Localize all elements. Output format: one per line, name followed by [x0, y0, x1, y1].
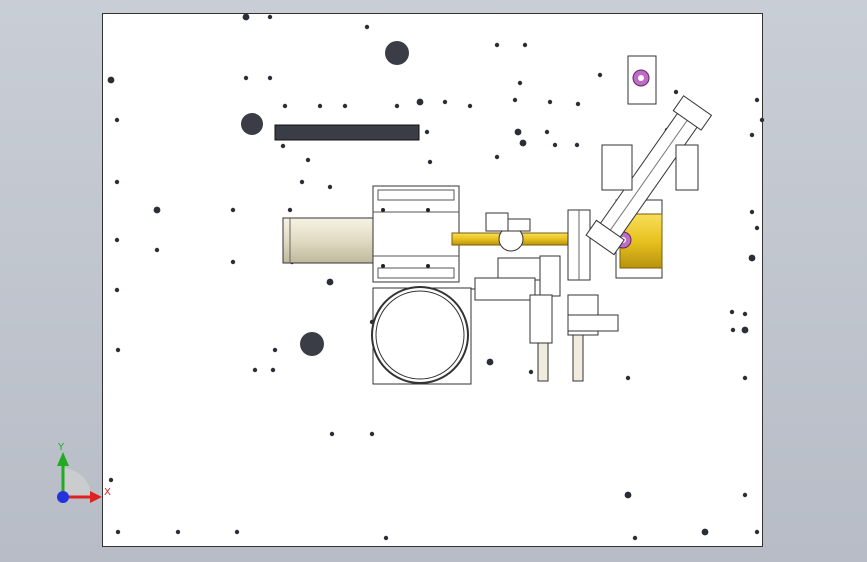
mounting-hole: [574, 142, 580, 148]
mounting-holes: [107, 13, 765, 541]
mounting-hole: [486, 358, 494, 366]
mounting-hole: [729, 309, 735, 315]
mounting-hole: [512, 97, 518, 103]
mounting-hole: [114, 117, 120, 123]
mounting-hole: [701, 528, 709, 536]
circular-housing[interactable]: [371, 286, 472, 385]
motor-cylinder[interactable]: [282, 217, 376, 264]
diagonal-arm[interactable]: [585, 55, 713, 256]
mounting-hole: [514, 128, 522, 136]
large-hole: [300, 332, 324, 356]
mounting-hole: [754, 225, 760, 231]
mounting-hole: [107, 76, 115, 84]
shaft-fixtures[interactable]: [465, 209, 591, 301]
mounting-hole: [741, 326, 749, 334]
mounting-hole: [494, 42, 500, 48]
mounting-hole: [114, 237, 120, 243]
mounting-hole: [552, 142, 558, 148]
mounting-hole: [242, 13, 250, 21]
mounting-hole: [280, 143, 286, 149]
mounting-hole: [287, 207, 293, 213]
mounting-hole: [329, 431, 335, 437]
mounting-hole: [153, 206, 161, 214]
mounting-hole: [749, 209, 755, 215]
mounting-hole: [299, 179, 305, 185]
long-slot: [274, 124, 420, 141]
mounting-hole: [234, 529, 240, 535]
mounting-hole: [154, 247, 160, 253]
mounting-hole: [272, 347, 278, 353]
mounting-hole: [267, 14, 273, 20]
mounting-hole: [754, 529, 760, 535]
mounting-hole: [114, 179, 120, 185]
mounting-hole: [730, 327, 736, 333]
x-axis-label: X: [104, 487, 111, 498]
mounting-hole: [416, 98, 424, 106]
mounting-hole: [394, 103, 400, 109]
mounting-hole: [544, 129, 550, 135]
mounting-hole: [519, 139, 527, 147]
mounting-hole: [748, 254, 756, 262]
mounting-hole: [427, 159, 433, 165]
mounting-hole: [114, 287, 120, 293]
mounting-hole: [108, 477, 114, 483]
mounting-hole: [442, 99, 448, 105]
mounting-hole: [282, 103, 288, 109]
mounting-hole: [175, 529, 181, 535]
mounting-hole: [517, 80, 523, 86]
mounting-hole: [597, 72, 603, 78]
mounting-hole: [749, 132, 755, 138]
mounting-hole: [759, 117, 765, 123]
mounting-hole: [494, 154, 500, 160]
mounting-hole: [267, 75, 273, 81]
mounting-hole: [317, 103, 323, 109]
mounting-hole: [243, 75, 249, 81]
mounting-hole: [369, 431, 375, 437]
mounting-hole: [528, 369, 534, 375]
large-hole: [241, 113, 263, 135]
mounting-hole: [326, 278, 334, 286]
mounting-hole: [424, 129, 430, 135]
mounting-hole: [742, 375, 748, 381]
mounting-hole: [230, 207, 236, 213]
mounting-hole: [522, 42, 528, 48]
y-axis-label: Y: [58, 442, 65, 453]
mounting-hole: [754, 97, 760, 103]
mounting-hole: [547, 99, 553, 105]
mounting-hole: [115, 529, 121, 535]
mounting-hole: [342, 103, 348, 109]
mounting-hole: [575, 101, 581, 107]
mounting-hole: [383, 535, 389, 541]
mounting-hole: [632, 535, 638, 541]
mounting-hole: [364, 24, 370, 30]
large-hole: [385, 41, 409, 65]
vertical-cylinders[interactable]: [529, 294, 619, 382]
mounting-hole: [327, 184, 333, 190]
mounting-hole: [742, 311, 748, 317]
mounting-hole: [625, 375, 631, 381]
mounting-hole: [115, 347, 121, 353]
mounting-hole: [252, 367, 258, 373]
mounting-hole: [624, 491, 632, 499]
mounting-hole: [673, 89, 679, 95]
motor-mount-block[interactable]: [372, 185, 460, 283]
mounting-hole: [305, 157, 311, 163]
mounting-hole: [467, 103, 473, 109]
mounting-hole: [230, 259, 236, 265]
mounting-hole: [270, 367, 276, 373]
mounting-hole: [742, 492, 748, 498]
